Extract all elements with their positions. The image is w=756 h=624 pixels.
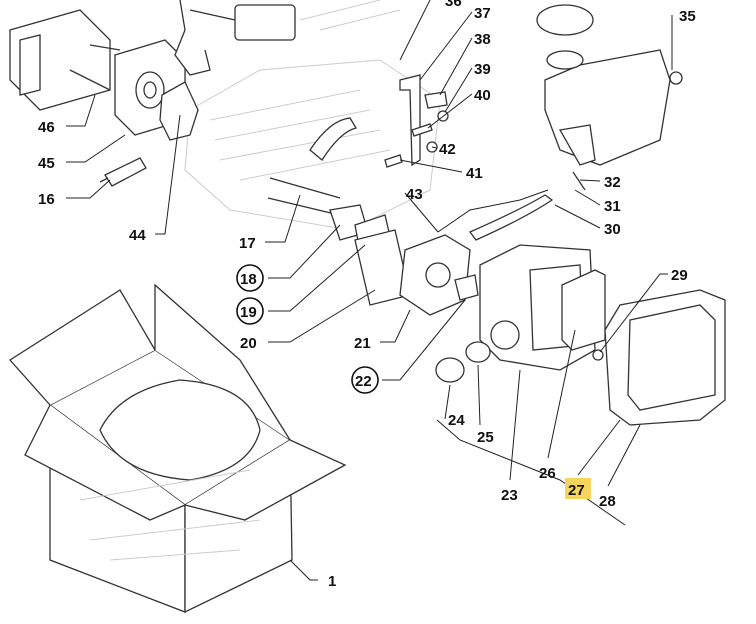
fuel-tank <box>536 4 671 166</box>
label-32: 32 <box>604 174 621 191</box>
label-36: 36 <box>435 0 469 10</box>
svg-text:19: 19 <box>240 304 257 321</box>
label-44: 44 <box>129 227 146 244</box>
fuel-clip <box>572 171 586 191</box>
label-29: 29 <box>671 267 688 284</box>
svg-text:1: 1 <box>328 573 336 590</box>
spark-plug <box>99 157 147 187</box>
label-26: 26 <box>539 465 556 482</box>
label-43: 43 <box>406 186 423 203</box>
label-37: 37 <box>474 5 491 22</box>
cap-24 <box>435 357 465 383</box>
breather-tube <box>309 117 358 161</box>
svg-text:28: 28 <box>599 493 616 510</box>
svg-text:39: 39 <box>474 61 491 78</box>
svg-text:38: 38 <box>474 31 491 48</box>
label-19: 19 <box>236 297 264 325</box>
label-23: 23 <box>501 487 518 504</box>
label-28: 28 <box>599 493 616 510</box>
svg-text:16: 16 <box>38 191 55 208</box>
svg-text:37: 37 <box>474 5 491 22</box>
label-31: 31 <box>604 198 621 215</box>
label-41: 41 <box>466 165 483 182</box>
svg-text:23: 23 <box>501 487 518 504</box>
label-46: 46 <box>38 119 55 136</box>
throttle-bracket <box>399 74 421 167</box>
svg-text:35: 35 <box>679 8 696 25</box>
svg-text:26: 26 <box>539 465 556 482</box>
label-39: 39 <box>474 61 491 78</box>
label-1: 1 <box>328 573 336 590</box>
svg-text:43: 43 <box>406 186 423 203</box>
label-30: 30 <box>604 221 621 238</box>
label-20: 20 <box>240 335 257 352</box>
label-22: 22 <box>351 366 379 394</box>
label-45: 45 <box>38 155 55 172</box>
svg-text:42: 42 <box>439 141 456 158</box>
svg-text:17: 17 <box>239 235 256 252</box>
bolt-35 <box>669 71 683 85</box>
label-18: 18 <box>236 264 264 292</box>
part-labels: 36 37 38 39 40 42 41 35 32 31 30 43 29 4… <box>38 0 696 590</box>
label-25: 25 <box>477 429 494 446</box>
svg-text:21: 21 <box>354 335 371 352</box>
svg-text:25: 25 <box>477 429 494 446</box>
label-16: 16 <box>38 191 55 208</box>
svg-text:24: 24 <box>448 412 465 429</box>
svg-text:31: 31 <box>604 198 621 215</box>
clip-40 <box>411 123 433 137</box>
label-42: 42 <box>439 141 456 158</box>
carburetor <box>399 234 479 316</box>
studs <box>267 177 341 215</box>
svg-text:36: 36 <box>445 0 462 10</box>
svg-text:44: 44 <box>129 227 146 244</box>
clamp-25 <box>465 341 491 363</box>
engine-block-ghost <box>184 0 441 231</box>
label-17: 17 <box>239 235 256 252</box>
screw-41 <box>384 154 403 168</box>
svg-text:32: 32 <box>604 174 621 191</box>
label-35: 35 <box>679 8 696 25</box>
label-27-highlighted: 27 <box>565 478 591 499</box>
fuel-line <box>468 194 554 241</box>
link-rod <box>437 189 549 233</box>
svg-text:22: 22 <box>355 373 372 390</box>
svg-text:20: 20 <box>240 335 257 352</box>
label-24: 24 <box>448 412 465 429</box>
muffler <box>9 9 186 136</box>
svg-text:18: 18 <box>240 271 257 288</box>
label-38: 38 <box>474 31 491 48</box>
air-filter-cover <box>604 289 726 426</box>
leader-lines <box>66 0 673 581</box>
air-filter-element <box>561 269 606 351</box>
bracket-part-38 <box>424 91 448 109</box>
svg-text:27: 27 <box>568 482 585 499</box>
svg-text:29: 29 <box>671 267 688 284</box>
muffler-gasket <box>159 81 199 141</box>
svg-text:30: 30 <box>604 221 621 238</box>
svg-text:46: 46 <box>38 119 55 136</box>
svg-text:40: 40 <box>474 87 491 104</box>
engine-box <box>9 283 347 614</box>
label-21: 21 <box>354 335 371 352</box>
ignition-coil <box>174 0 296 76</box>
svg-text:45: 45 <box>38 155 55 172</box>
nut-29 <box>592 349 604 361</box>
svg-text:41: 41 <box>466 165 483 182</box>
label-40: 40 <box>474 87 491 104</box>
